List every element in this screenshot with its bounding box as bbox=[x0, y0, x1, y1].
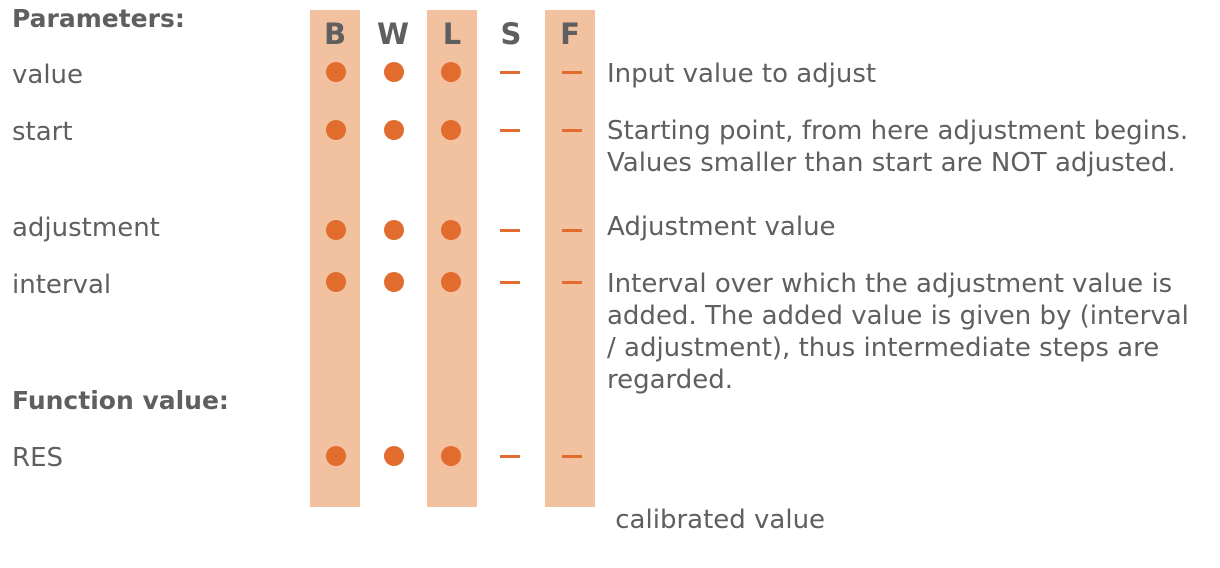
supported-dot-icon-w bbox=[384, 120, 404, 140]
description-line: regarded. bbox=[607, 365, 734, 395]
description-line: calibrated value bbox=[607, 505, 826, 535]
column-header-w: W bbox=[377, 17, 409, 51]
supported-dot-icon-l bbox=[441, 120, 461, 140]
column-header-f: F bbox=[560, 17, 580, 51]
description-interval: Interval over which the adjustment value… bbox=[607, 268, 1197, 396]
column-band-l bbox=[427, 10, 477, 507]
description-line: / adjustment), thus intermediate steps a… bbox=[607, 333, 1160, 363]
param-name-value: value bbox=[12, 60, 84, 90]
column-header-l: L bbox=[442, 17, 462, 51]
description-line: Adjustment value bbox=[607, 212, 836, 242]
function-value-heading: Function value: bbox=[12, 386, 229, 415]
supported-dot-icon-l bbox=[441, 220, 461, 240]
param-name-res: RES bbox=[12, 443, 63, 473]
not-supported-dash-icon-s bbox=[500, 281, 520, 284]
description-line: added. The added value is given by (inte… bbox=[607, 301, 1189, 331]
column-band-b bbox=[310, 10, 360, 507]
not-supported-dash-icon-f bbox=[562, 71, 582, 74]
param-name-interval: interval bbox=[12, 270, 112, 300]
description-line: Interval over which the adjustment value… bbox=[607, 269, 1173, 299]
param-name-adjustment: adjustment bbox=[12, 213, 160, 243]
description-res: calibrated value bbox=[607, 440, 1197, 568]
not-supported-dash-icon-f bbox=[562, 229, 582, 232]
description-value: Input value to adjust bbox=[607, 58, 1197, 90]
supported-dot-icon-w bbox=[384, 220, 404, 240]
not-supported-dash-icon-s bbox=[500, 455, 520, 458]
description-start: Starting point, from here adjustment beg… bbox=[607, 115, 1197, 179]
not-supported-dash-icon-f bbox=[562, 281, 582, 284]
supported-dot-icon-w bbox=[384, 446, 404, 466]
column-header-b: B bbox=[323, 17, 347, 51]
supported-dot-icon-b bbox=[326, 446, 346, 466]
supported-dot-icon-b bbox=[326, 62, 346, 82]
not-supported-dash-icon-s bbox=[500, 229, 520, 232]
supported-dot-icon-w bbox=[384, 272, 404, 292]
not-supported-dash-icon-s bbox=[500, 129, 520, 132]
not-supported-dash-icon-s bbox=[500, 71, 520, 74]
description-line: Values smaller than start are NOT adjust… bbox=[607, 148, 1176, 178]
supported-dot-icon-b bbox=[326, 272, 346, 292]
supported-dot-icon-l bbox=[441, 272, 461, 292]
supported-dot-icon-l bbox=[441, 446, 461, 466]
column-header-s: S bbox=[500, 17, 522, 51]
supported-dot-icon-l bbox=[441, 62, 461, 82]
description-line: Starting point, from here adjustment beg… bbox=[607, 116, 1189, 146]
description-line: Input value to adjust bbox=[607, 59, 877, 89]
column-band-f bbox=[545, 10, 595, 507]
supported-dot-icon-b bbox=[326, 220, 346, 240]
param-name-start: start bbox=[12, 117, 73, 147]
parameters-heading: Parameters: bbox=[12, 4, 185, 33]
supported-dot-icon-w bbox=[384, 62, 404, 82]
supported-dot-icon-b bbox=[326, 120, 346, 140]
not-supported-dash-icon-f bbox=[562, 455, 582, 458]
not-supported-dash-icon-f bbox=[562, 129, 582, 132]
description-adjustment: Adjustment value bbox=[607, 211, 1197, 243]
